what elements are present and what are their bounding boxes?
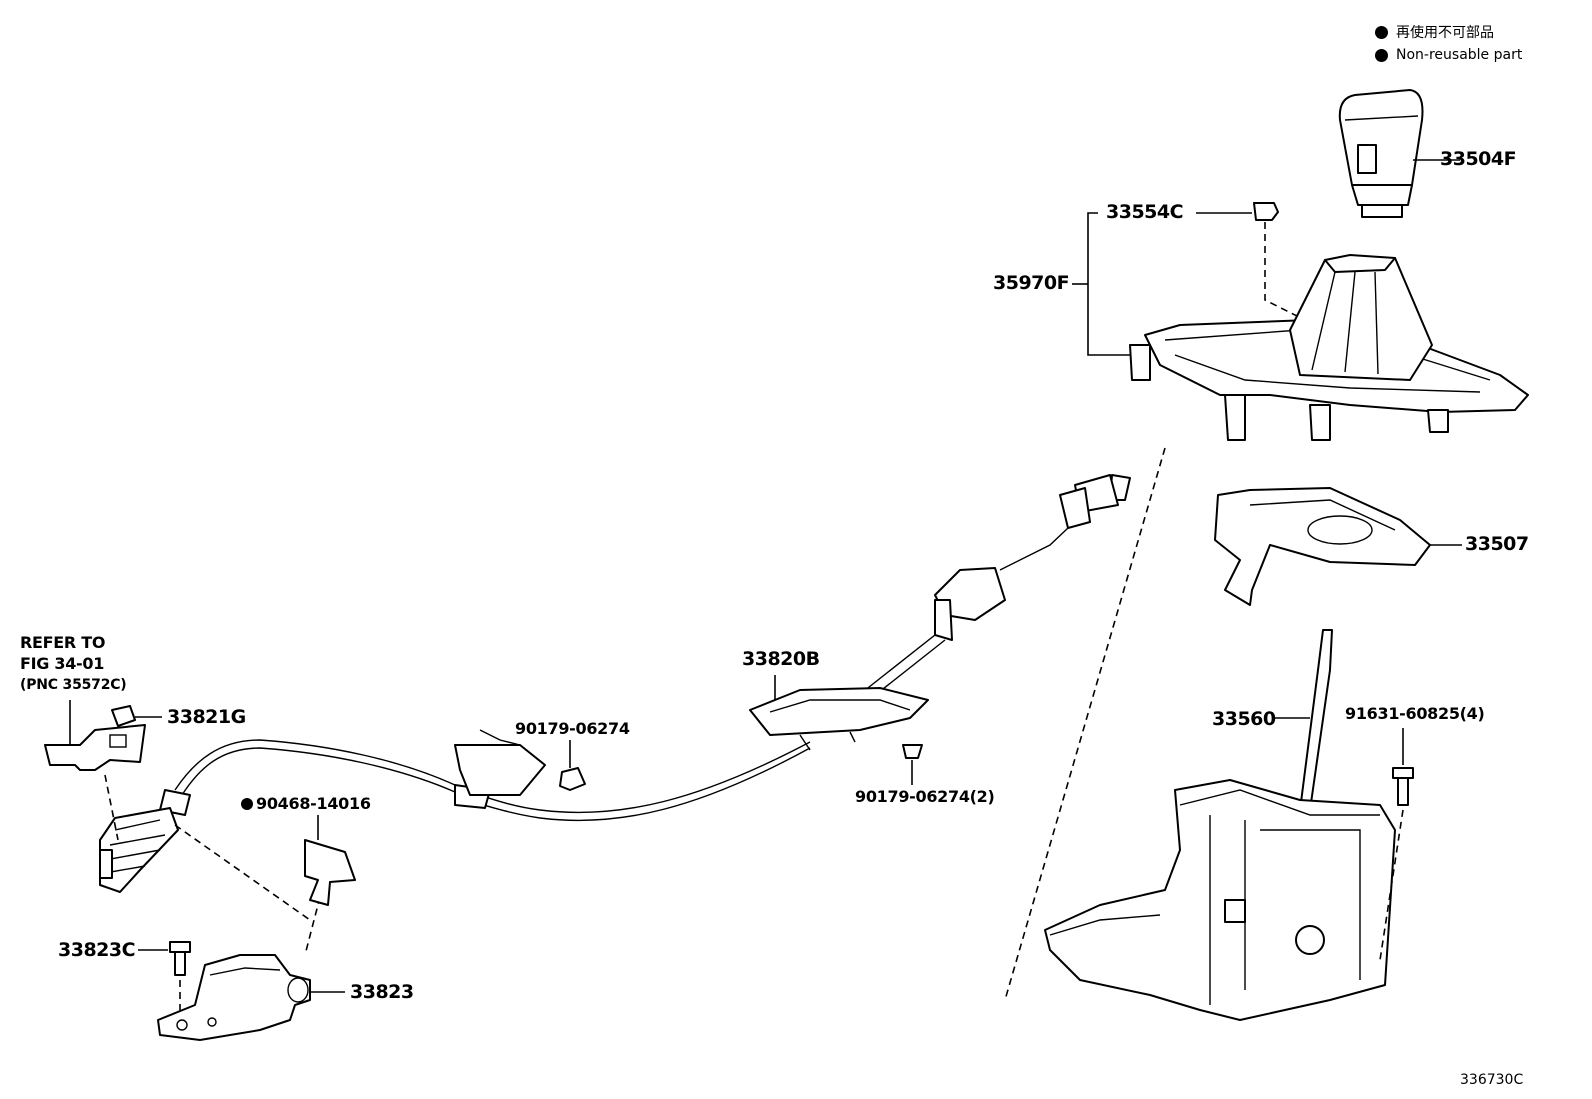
legend-japanese-text: 再使用不可部品	[1396, 25, 1494, 41]
label-33820B: 33820B	[742, 648, 820, 670]
legend-english: Non-reusable part	[1375, 47, 1522, 63]
shift-knob-33504F	[1338, 89, 1460, 218]
clip-90468-14016	[304, 815, 356, 906]
console-housing-35970F	[1129, 254, 1529, 441]
label-33823: 33823	[350, 981, 414, 1003]
legend-english-text: Non-reusable part	[1396, 47, 1523, 63]
non-reusable-dot-icon	[1375, 25, 1388, 39]
label-91631-60825: 91631-60825(4)	[1345, 704, 1485, 723]
nut-33821G	[111, 705, 162, 727]
refer-line-2: FIG 34-01	[20, 654, 105, 673]
illustration-id: 336730C	[1460, 1072, 1524, 1088]
bracket-35970F	[1072, 212, 1135, 356]
label-33507: 33507	[1465, 533, 1529, 555]
bolt-91631-60825	[1379, 728, 1414, 961]
refer-bracket	[44, 700, 146, 841]
non-reusable-dot-icon	[1375, 48, 1388, 62]
label-33560: 33560	[1212, 708, 1276, 730]
shift-lever-assembly-33560	[1004, 447, 1396, 1021]
legend-japanese: 再使用不可部品	[1375, 22, 1494, 42]
label-90179-06274: 90179-06274	[515, 719, 630, 738]
clip-90179-06274-2	[902, 744, 923, 785]
indicator-plate-33507	[1214, 487, 1462, 606]
label-33821G: 33821G	[167, 706, 246, 728]
label-33823C: 33823C	[58, 939, 136, 961]
label-33504F: 33504F	[1440, 148, 1517, 170]
shift-cable-33820B	[99, 474, 1131, 956]
refer-line-3: (PNC 35572C)	[20, 677, 127, 693]
label-90179-06274-2: 90179-06274(2)	[855, 787, 995, 806]
bracket-33823	[157, 954, 345, 1041]
label-90468-14016: 90468-14016	[241, 796, 371, 812]
label-90468-14016-text: 90468-14016	[256, 794, 371, 813]
label-33554C: 33554C	[1106, 201, 1184, 223]
nut-90179-06274	[559, 740, 586, 791]
label-35970F: 35970F	[993, 272, 1070, 294]
refer-line-1: REFER TO	[20, 633, 106, 652]
non-reusable-dot-icon	[241, 798, 253, 810]
